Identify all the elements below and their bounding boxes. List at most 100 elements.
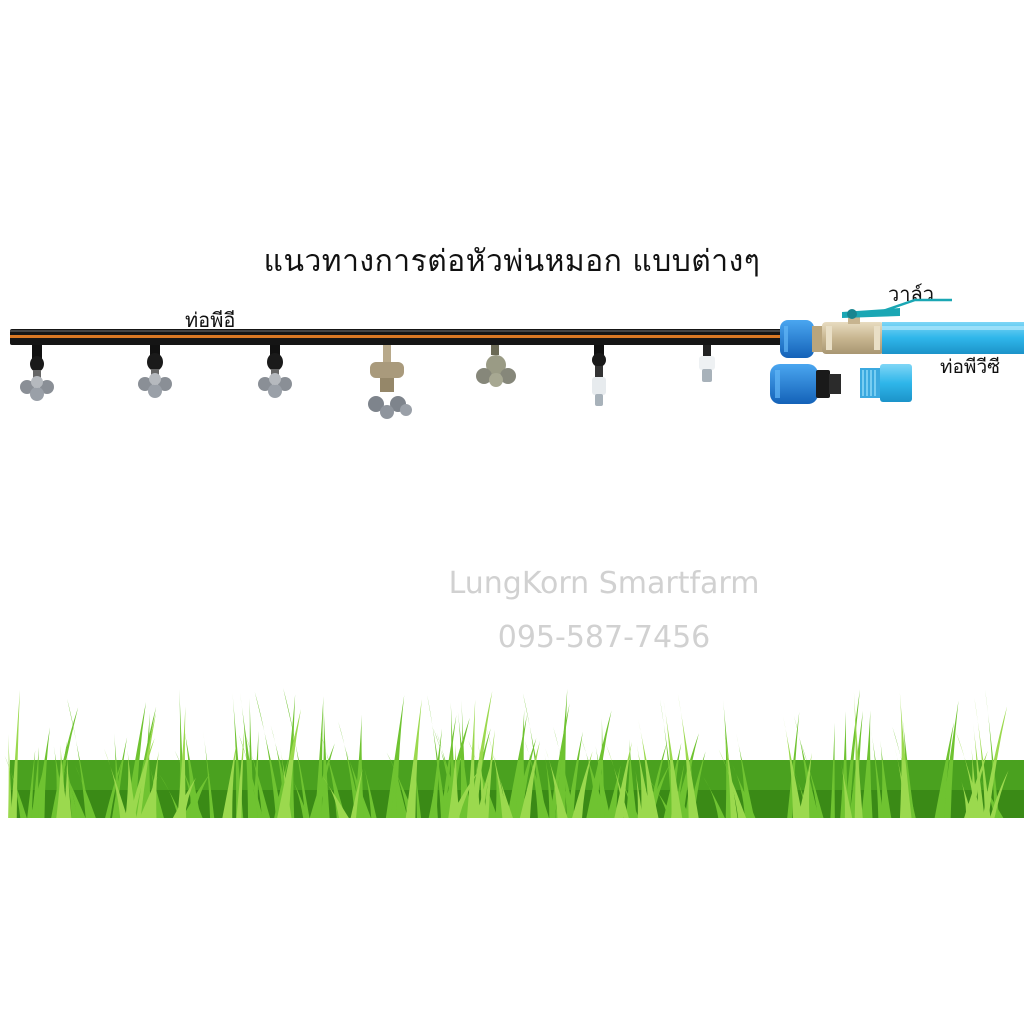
grass-blade [202,730,215,818]
nozzle-4way-1 [20,345,54,401]
grass-blade [793,715,819,818]
grass-blade [972,723,985,818]
grass-blade [486,727,509,818]
grass-blade [985,689,1000,818]
grass-blade [782,715,803,818]
grass-blade [474,763,481,818]
grass-blade [468,740,498,818]
grass-blade [736,733,755,818]
pe-pipe-highlight [10,330,785,332]
grass-blade [405,699,422,818]
grass-blade [477,738,487,818]
grass-blade [599,718,605,818]
grass-blade [450,771,479,818]
grass-blade [286,766,309,818]
grass-blade [853,692,863,818]
grass-blade [146,751,159,818]
grass-blade [614,741,632,818]
grass-blade [112,737,128,818]
grass-blade [555,688,568,818]
nozzle-cross [476,345,516,387]
grass-blade [239,692,258,818]
grass-blade [283,688,310,818]
grass-blade [461,700,467,818]
pe-compression-fitting [780,320,824,358]
grass-blade [136,712,157,818]
grass-blade [635,770,643,818]
grass-blade [409,753,417,818]
grass-blade [440,714,457,818]
grass-blade [469,690,493,818]
grass-blade [139,712,152,818]
grass-blade [279,746,292,818]
nozzle-4way-3 [258,345,292,398]
grass-blade [625,739,637,818]
grass-blade [361,755,377,818]
nozzle-4way-2 [138,345,172,398]
grass-blade [787,711,800,818]
grass-blade [232,692,244,818]
grass-blade [586,710,612,818]
grass-blade [457,711,472,818]
nozzle-single-long [592,345,606,406]
grass-blade [718,749,747,818]
grass-blade [663,699,683,818]
grass-blade [646,777,674,818]
grass-blade [522,693,547,818]
grass-blade [27,750,36,818]
grass-blade [483,729,495,818]
grass-blade [566,731,583,818]
grass-blade [934,722,954,818]
grass-blade [989,770,1009,818]
grass-blade [731,763,756,818]
pe-pipe-label: ท่อพีอี [185,308,236,332]
grass-blade [638,719,659,818]
grass-blade [385,694,405,818]
grass-blade [605,743,629,818]
watermark-phone: 095-587-7456 [497,620,711,655]
grass-blade [222,742,237,818]
grass-blade [282,694,296,818]
valve-pointer [879,298,952,314]
nozzle-antidrip-3way [368,345,412,419]
grass-blade [870,726,884,818]
grass-blade [960,777,973,818]
grass-blade [861,710,873,818]
grass-blade [799,740,824,818]
grass-blade [515,709,526,818]
grass-blade [545,748,568,818]
pvc-pipe-label: ท่อพีวีซี [940,356,1001,378]
pe-pipe-stripe [10,335,785,338]
grass-blade [63,754,72,818]
grass-blade [466,699,476,818]
grass-blade [544,752,556,818]
grass-blade [238,734,263,818]
grass-blade [428,767,438,818]
grass-blade [840,761,853,818]
grass-blade [103,748,128,818]
grass-blade [703,776,725,818]
grass-blade [125,750,137,818]
grass-blade [982,706,1008,818]
grass-blade [31,747,39,818]
grass-blade [427,695,447,818]
grass-blade [392,755,408,818]
grass-blade [236,727,245,818]
grass-blade [105,758,123,818]
grass-blade [722,720,738,818]
grass-blade [798,752,812,818]
grass-blade [830,722,835,818]
grass-blade [880,740,892,818]
grass-blade [636,744,653,818]
grass-blade [74,765,96,818]
grass-blade [254,691,283,818]
loose-pe-adapter [770,364,841,404]
grass-blade [8,734,13,818]
grass-blade [51,707,79,818]
grass-blade [321,775,349,818]
grass-blade [844,689,861,818]
grass-blade [245,735,271,818]
grass-blade [448,744,460,818]
grass-blade [723,699,735,818]
